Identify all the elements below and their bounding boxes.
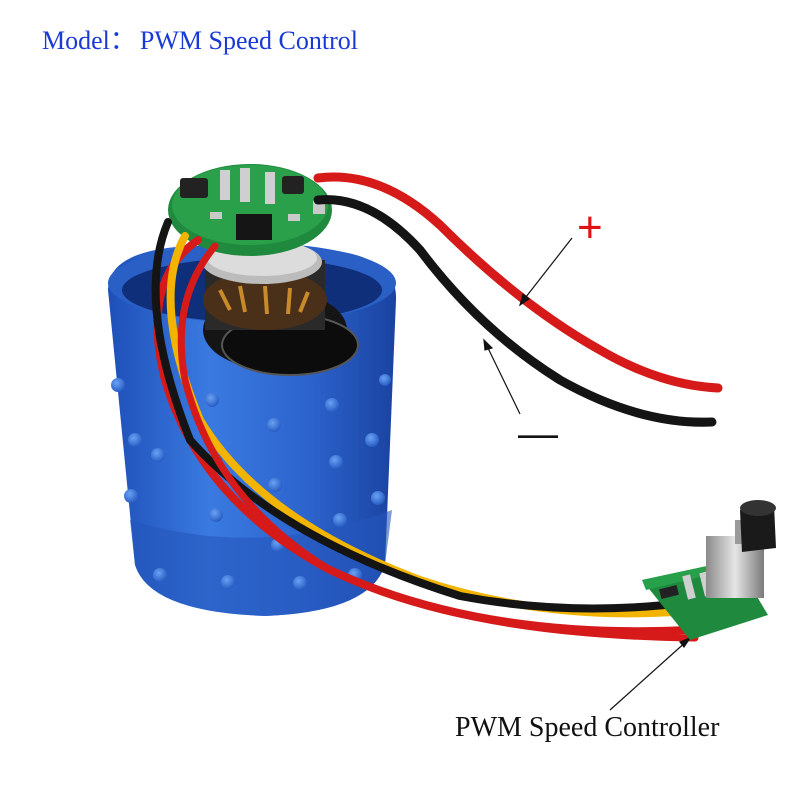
model-value: PWM Speed Control: [139, 26, 358, 55]
annotation-arrows: [483, 237, 692, 711]
page-title: Model：PWM Speed Control: [42, 20, 358, 57]
model-label: Model：: [42, 26, 136, 55]
round-pcb: [168, 164, 332, 256]
motor-body: [202, 240, 359, 376]
negative-lead-label: —: [518, 412, 558, 456]
potentiometer-knob: [740, 500, 776, 552]
power-leads: [313, 172, 723, 427]
controller-wires: [151, 218, 699, 642]
controller-caption: PWM Speed Controller: [455, 712, 720, 743]
positive-lead-label: +: [577, 203, 603, 252]
